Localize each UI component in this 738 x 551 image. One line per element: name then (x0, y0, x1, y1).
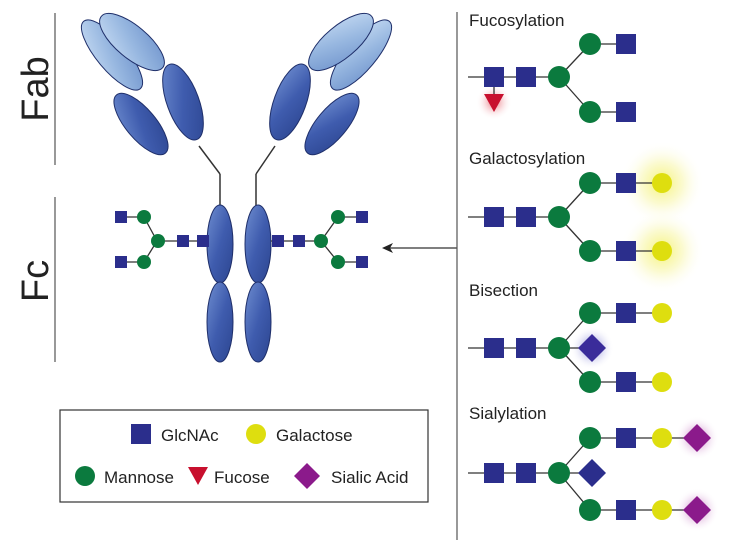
glcnac-square-icon (516, 67, 536, 87)
fucose-triangle-icon (484, 94, 504, 112)
mannose-circle-icon (151, 234, 165, 248)
fc-label: Fc (15, 260, 57, 302)
glcnac-square-icon (115, 256, 127, 268)
glcnac-square-icon (616, 241, 636, 261)
glcnac-square-icon (131, 424, 151, 444)
glcnac-square-icon (484, 463, 504, 483)
antibody (80, 13, 393, 363)
legend-label-galactose: Galactose (276, 426, 353, 445)
fc-left-ch3-domain (206, 281, 234, 363)
sialic-acid-diamond-icon (683, 424, 711, 452)
mannose-circle-icon (579, 33, 601, 55)
glcnac-square-icon (616, 34, 636, 54)
mannose-circle-icon (579, 240, 601, 262)
mannose-circle-icon (137, 255, 151, 269)
fab-right-heavy-chain-outer (304, 92, 360, 156)
glcnac-square-icon (484, 67, 504, 87)
panel-title-fucosylation: Fucosylation (469, 11, 564, 30)
sialic-acid-diamond-icon (294, 463, 320, 489)
galactose-circle-icon (652, 303, 672, 323)
galactose-circle-icon (246, 424, 266, 444)
mannose-circle-icon (579, 427, 601, 449)
mannose-circle-icon (579, 302, 601, 324)
glcnac-square-icon (616, 303, 636, 323)
mannose-circle-icon (331, 255, 345, 269)
legend-label-glcnac: GlcNAc (161, 426, 219, 445)
mannose-circle-icon (579, 101, 601, 123)
glcnac-square-icon (616, 372, 636, 392)
glcnac-square-icon (177, 235, 189, 247)
bisecting-glcnac-diamond-icon (578, 334, 606, 362)
galactose-circle-icon (652, 173, 672, 193)
mannose-circle-icon (75, 466, 95, 486)
panel-title-sialylation: Sialylation (469, 404, 547, 423)
galactose-circle-icon (652, 241, 672, 261)
legend-box (59, 409, 429, 503)
galactose-circle-icon (652, 428, 672, 448)
legend: GlcNAc Galactose Mannose Fucose Sialic A… (59, 409, 429, 503)
connector-arrow (382, 243, 457, 253)
fc-right-ch3-domain (244, 281, 272, 363)
galactose-circle-icon (652, 500, 672, 520)
glcnac-square-icon (293, 235, 305, 247)
glcnac-square-icon (616, 102, 636, 122)
fab-left-heavy-chain-inner (162, 63, 204, 141)
glcnac-square-icon (516, 207, 536, 227)
glcnac-square-icon (115, 211, 127, 223)
bisecting-glcnac-diamond-icon (578, 459, 606, 487)
panel-fucosylation: Fucosylation (468, 11, 636, 123)
mannose-circle-icon (548, 337, 570, 359)
mannose-circle-icon (579, 371, 601, 393)
glcnac-square-icon (484, 207, 504, 227)
glcnac-square-icon (616, 173, 636, 193)
fab-left-light-chain-inner (99, 13, 165, 71)
panel-title-galactosylation: Galactosylation (469, 149, 585, 168)
glcnac-square-icon (272, 235, 284, 247)
glcnac-square-icon (197, 235, 209, 247)
galactose-circle-icon (652, 372, 672, 392)
hinge-line-left (198, 145, 221, 175)
panel-bisection: Bisection (468, 281, 672, 393)
mannose-circle-icon (548, 206, 570, 228)
glcnac-square-icon (516, 338, 536, 358)
mannose-circle-icon (548, 66, 570, 88)
mannose-circle-icon (548, 462, 570, 484)
fab-right-heavy-chain-inner (269, 63, 311, 141)
legend-label-fucose: Fucose (214, 468, 270, 487)
mannose-circle-icon (579, 499, 601, 521)
glcnac-square-icon (616, 500, 636, 520)
mannose-circle-icon (331, 210, 345, 224)
hinge-line-right (255, 145, 276, 175)
fab-region: Fab (15, 13, 57, 165)
legend-label-sialic-acid: Sialic Acid (331, 468, 408, 487)
glcnac-square-icon (356, 256, 368, 268)
arrow-head-icon (382, 243, 393, 253)
sialic-acid-diamond-icon (683, 496, 711, 524)
fab-label: Fab (15, 56, 57, 121)
fab-right-light-chain-inner (308, 13, 374, 71)
fc-glycan-left (115, 210, 209, 269)
mannose-circle-icon (579, 172, 601, 194)
panel-sialylation: Sialylation (468, 404, 719, 532)
glcnac-square-icon (516, 463, 536, 483)
panel-galactosylation: Galactosylation (468, 141, 704, 293)
fc-region: Fc (15, 197, 57, 362)
legend-label-mannose: Mannose (104, 468, 174, 487)
glcnac-square-icon (484, 338, 504, 358)
glcnac-square-icon (616, 428, 636, 448)
fab-left-heavy-chain-outer (113, 92, 169, 156)
mannose-circle-icon (314, 234, 328, 248)
panel-title-bisection: Bisection (469, 281, 538, 300)
fucose-triangle-icon (188, 467, 208, 485)
mannose-circle-icon (137, 210, 151, 224)
fc-left-ch2-domain (206, 204, 234, 284)
glcnac-square-icon (356, 211, 368, 223)
fc-right-ch2-domain (244, 204, 272, 284)
fc-glycan-right (271, 210, 368, 269)
